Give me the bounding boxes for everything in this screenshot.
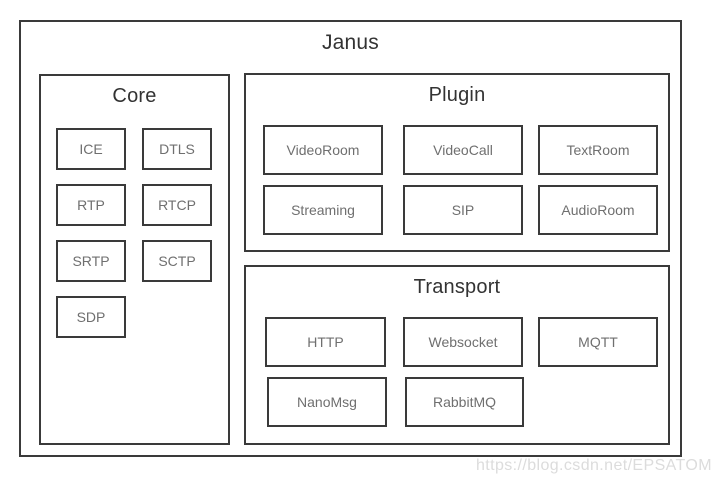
plugin-section-title: Plugin (428, 84, 486, 106)
transport-item-http: HTTP (265, 317, 386, 367)
core-item-rtcp: RTCP (142, 184, 212, 226)
janus-title: Janus (321, 31, 380, 54)
core-item-rtp: RTP (56, 184, 126, 226)
plugin-item-videoroom: VideoRoom (263, 125, 383, 175)
plugin-item-videocall: VideoCall (403, 125, 523, 175)
core-item-ice: ICE (56, 128, 126, 170)
core-section-title: Core (112, 85, 157, 107)
core-item-sdp: SDP (56, 296, 126, 338)
core-item-sctp: SCTP (142, 240, 212, 282)
watermark-text: https://blog.csdn.net/EPSATOM (475, 457, 712, 474)
transport-item-websocket: Websocket (403, 317, 523, 367)
transport-section-title: Transport (413, 276, 501, 298)
plugin-section: Plugin VideoRoom VideoCall TextRoom Stre… (244, 73, 670, 252)
core-item-dtls: DTLS (142, 128, 212, 170)
transport-item-nanomsg: NanoMsg (267, 377, 387, 427)
transport-item-mqtt: MQTT (538, 317, 658, 367)
plugin-item-textroom: TextRoom (538, 125, 658, 175)
plugin-item-streaming: Streaming (263, 185, 383, 235)
core-item-srtp: SRTP (56, 240, 126, 282)
core-section: Core ICE DTLS RTP RTCP SRTP SCTP SDP (39, 74, 230, 445)
plugin-item-audioroom: AudioRoom (538, 185, 658, 235)
janus-container: Janus Core ICE DTLS RTP RTCP SRTP SCTP S… (19, 20, 682, 457)
plugin-item-sip: SIP (403, 185, 523, 235)
transport-item-rabbitmq: RabbitMQ (405, 377, 524, 427)
transport-section: Transport HTTP Websocket MQTT NanoMsg Ra… (244, 265, 670, 445)
